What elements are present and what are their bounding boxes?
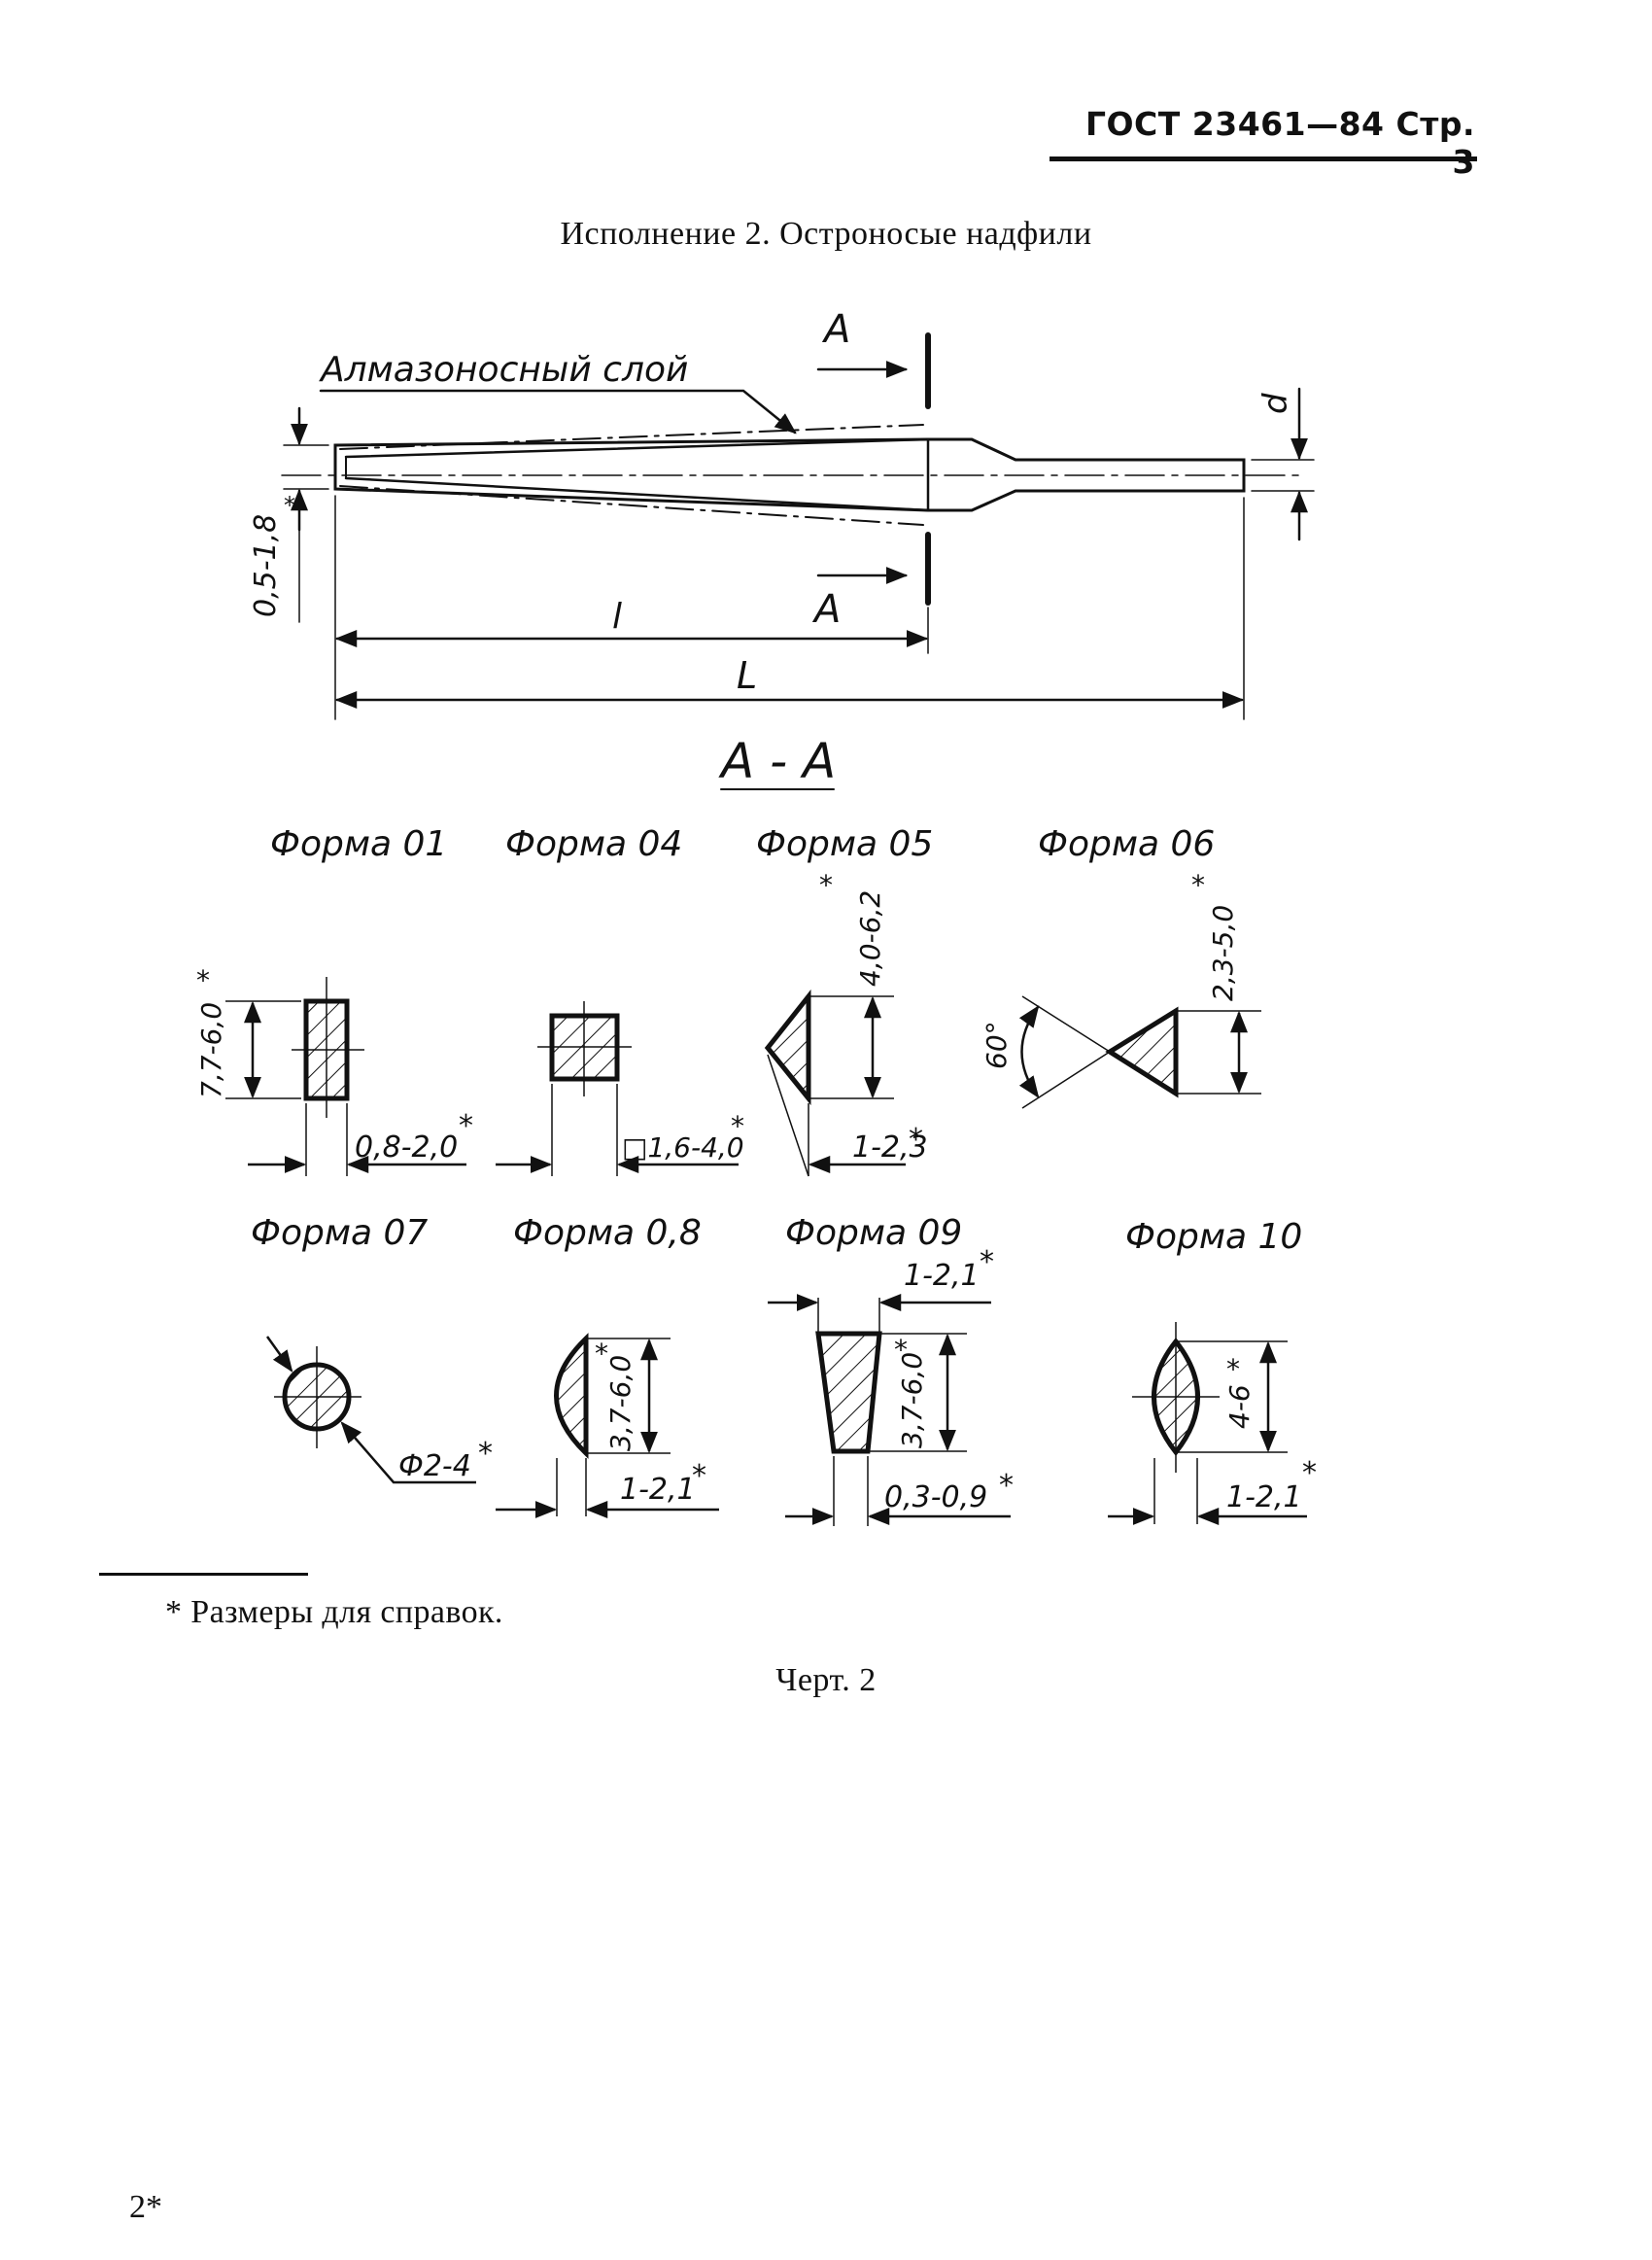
form-10-dim-height: 4-6 xyxy=(1223,1384,1256,1429)
form-08-section xyxy=(496,1333,719,1518)
file-outline xyxy=(333,437,1246,512)
form-05-dim-width-asterisk: * xyxy=(909,1123,923,1157)
form-09-dim-height: 3,7-6,0 xyxy=(896,1352,928,1448)
form-04-dim-side: □1,6-4,0 xyxy=(622,1131,744,1164)
form-04-label: Форма 04 xyxy=(505,824,682,864)
form-06-dim-height: 2,3-5,0 xyxy=(1207,905,1239,1001)
form-07-section xyxy=(265,1336,476,1484)
form-09-dim-top: 1-2,1 xyxy=(904,1259,980,1293)
form-10-dim-width-asterisk: * xyxy=(1302,1456,1317,1490)
section-label-aa: А - А xyxy=(718,733,836,789)
form-07-dim-asterisk: * xyxy=(478,1437,493,1471)
form-01-dim-width-asterisk: * xyxy=(459,1109,473,1143)
form-09-section xyxy=(768,1294,1011,1526)
form-06-dim-angle: 60° xyxy=(981,1021,1013,1069)
form-10-dim-height-asterisk: * xyxy=(1226,1353,1240,1385)
form-06-dim-height-asterisk: * xyxy=(1191,869,1205,901)
callout-leader xyxy=(319,389,797,435)
figure-caption: Черт. 2 xyxy=(775,1662,877,1698)
page-header: ГОСТ 23461—84 Стр. 3 xyxy=(1084,105,1475,181)
form-05-label: Форма 05 xyxy=(756,824,933,864)
form-06-label: Форма 06 xyxy=(1038,824,1215,864)
form-01-dim-height-asterisk: * xyxy=(196,964,210,996)
form-10-section xyxy=(1108,1322,1307,1525)
form-09-dim-top-asterisk: * xyxy=(980,1245,994,1279)
section-title: Исполнение 2. Остроносые надфили xyxy=(560,216,1092,252)
form-01-section xyxy=(225,977,466,1176)
page-number: 2* xyxy=(129,2189,162,2225)
dim-l-label: l xyxy=(612,597,622,637)
form-10-dim-width: 1-2,1 xyxy=(1226,1480,1302,1514)
form-07-dim-diameter: Ф2-4 xyxy=(398,1449,471,1483)
form-09-dim-bottom-asterisk: * xyxy=(999,1469,1014,1503)
header-rule xyxy=(1050,156,1477,161)
form-08-dim-height-asterisk: * xyxy=(595,1338,608,1370)
form-09-dim-bottom: 0,3-0,9 xyxy=(884,1480,987,1514)
form-05-dim-height: 4,0-6,2 xyxy=(854,890,886,987)
form-04-dim-asterisk: * xyxy=(731,1110,744,1142)
form-07-label: Форма 07 xyxy=(251,1213,428,1253)
dim-d-label: d xyxy=(1256,393,1295,414)
footnote: * Размеры для справок. xyxy=(165,1594,503,1630)
form-01-label: Форма 01 xyxy=(270,824,447,864)
footnote-rule xyxy=(99,1573,308,1576)
section-mark-top: А xyxy=(821,307,850,352)
form-01-dim-width: 0,8-2,0 xyxy=(355,1130,458,1165)
form-04-section xyxy=(496,1001,739,1176)
callout-diamond-layer: Алмазоносный слой xyxy=(319,350,688,390)
form-08-dim-width-asterisk: * xyxy=(692,1459,706,1493)
form-05-dim-width: 1-2,3 xyxy=(852,1130,928,1165)
form-09-dim-height-asterisk: * xyxy=(894,1334,908,1366)
form-05-section xyxy=(764,989,906,1177)
form-08-dim-width: 1-2,1 xyxy=(620,1473,696,1507)
section-mark-bottom: А xyxy=(811,587,841,632)
form-10-label: Форма 10 xyxy=(1125,1217,1302,1257)
form-01-dim-height: 7,7-6,0 xyxy=(195,1002,227,1098)
diamond-layer-line xyxy=(339,424,924,526)
form-06-section xyxy=(1018,995,1261,1109)
dim-thickness-asterisk: * xyxy=(284,492,295,519)
form-09-label: Форма 09 xyxy=(785,1213,962,1253)
form-08-dim-height: 3,7-6,0 xyxy=(604,1355,637,1451)
dim-L-label: L xyxy=(737,654,757,697)
dim-thickness-label: 0,5-1,8 xyxy=(249,514,283,617)
form-08-label: Форма 0,8 xyxy=(513,1213,702,1253)
form-05-dim-height-asterisk: * xyxy=(819,869,833,901)
